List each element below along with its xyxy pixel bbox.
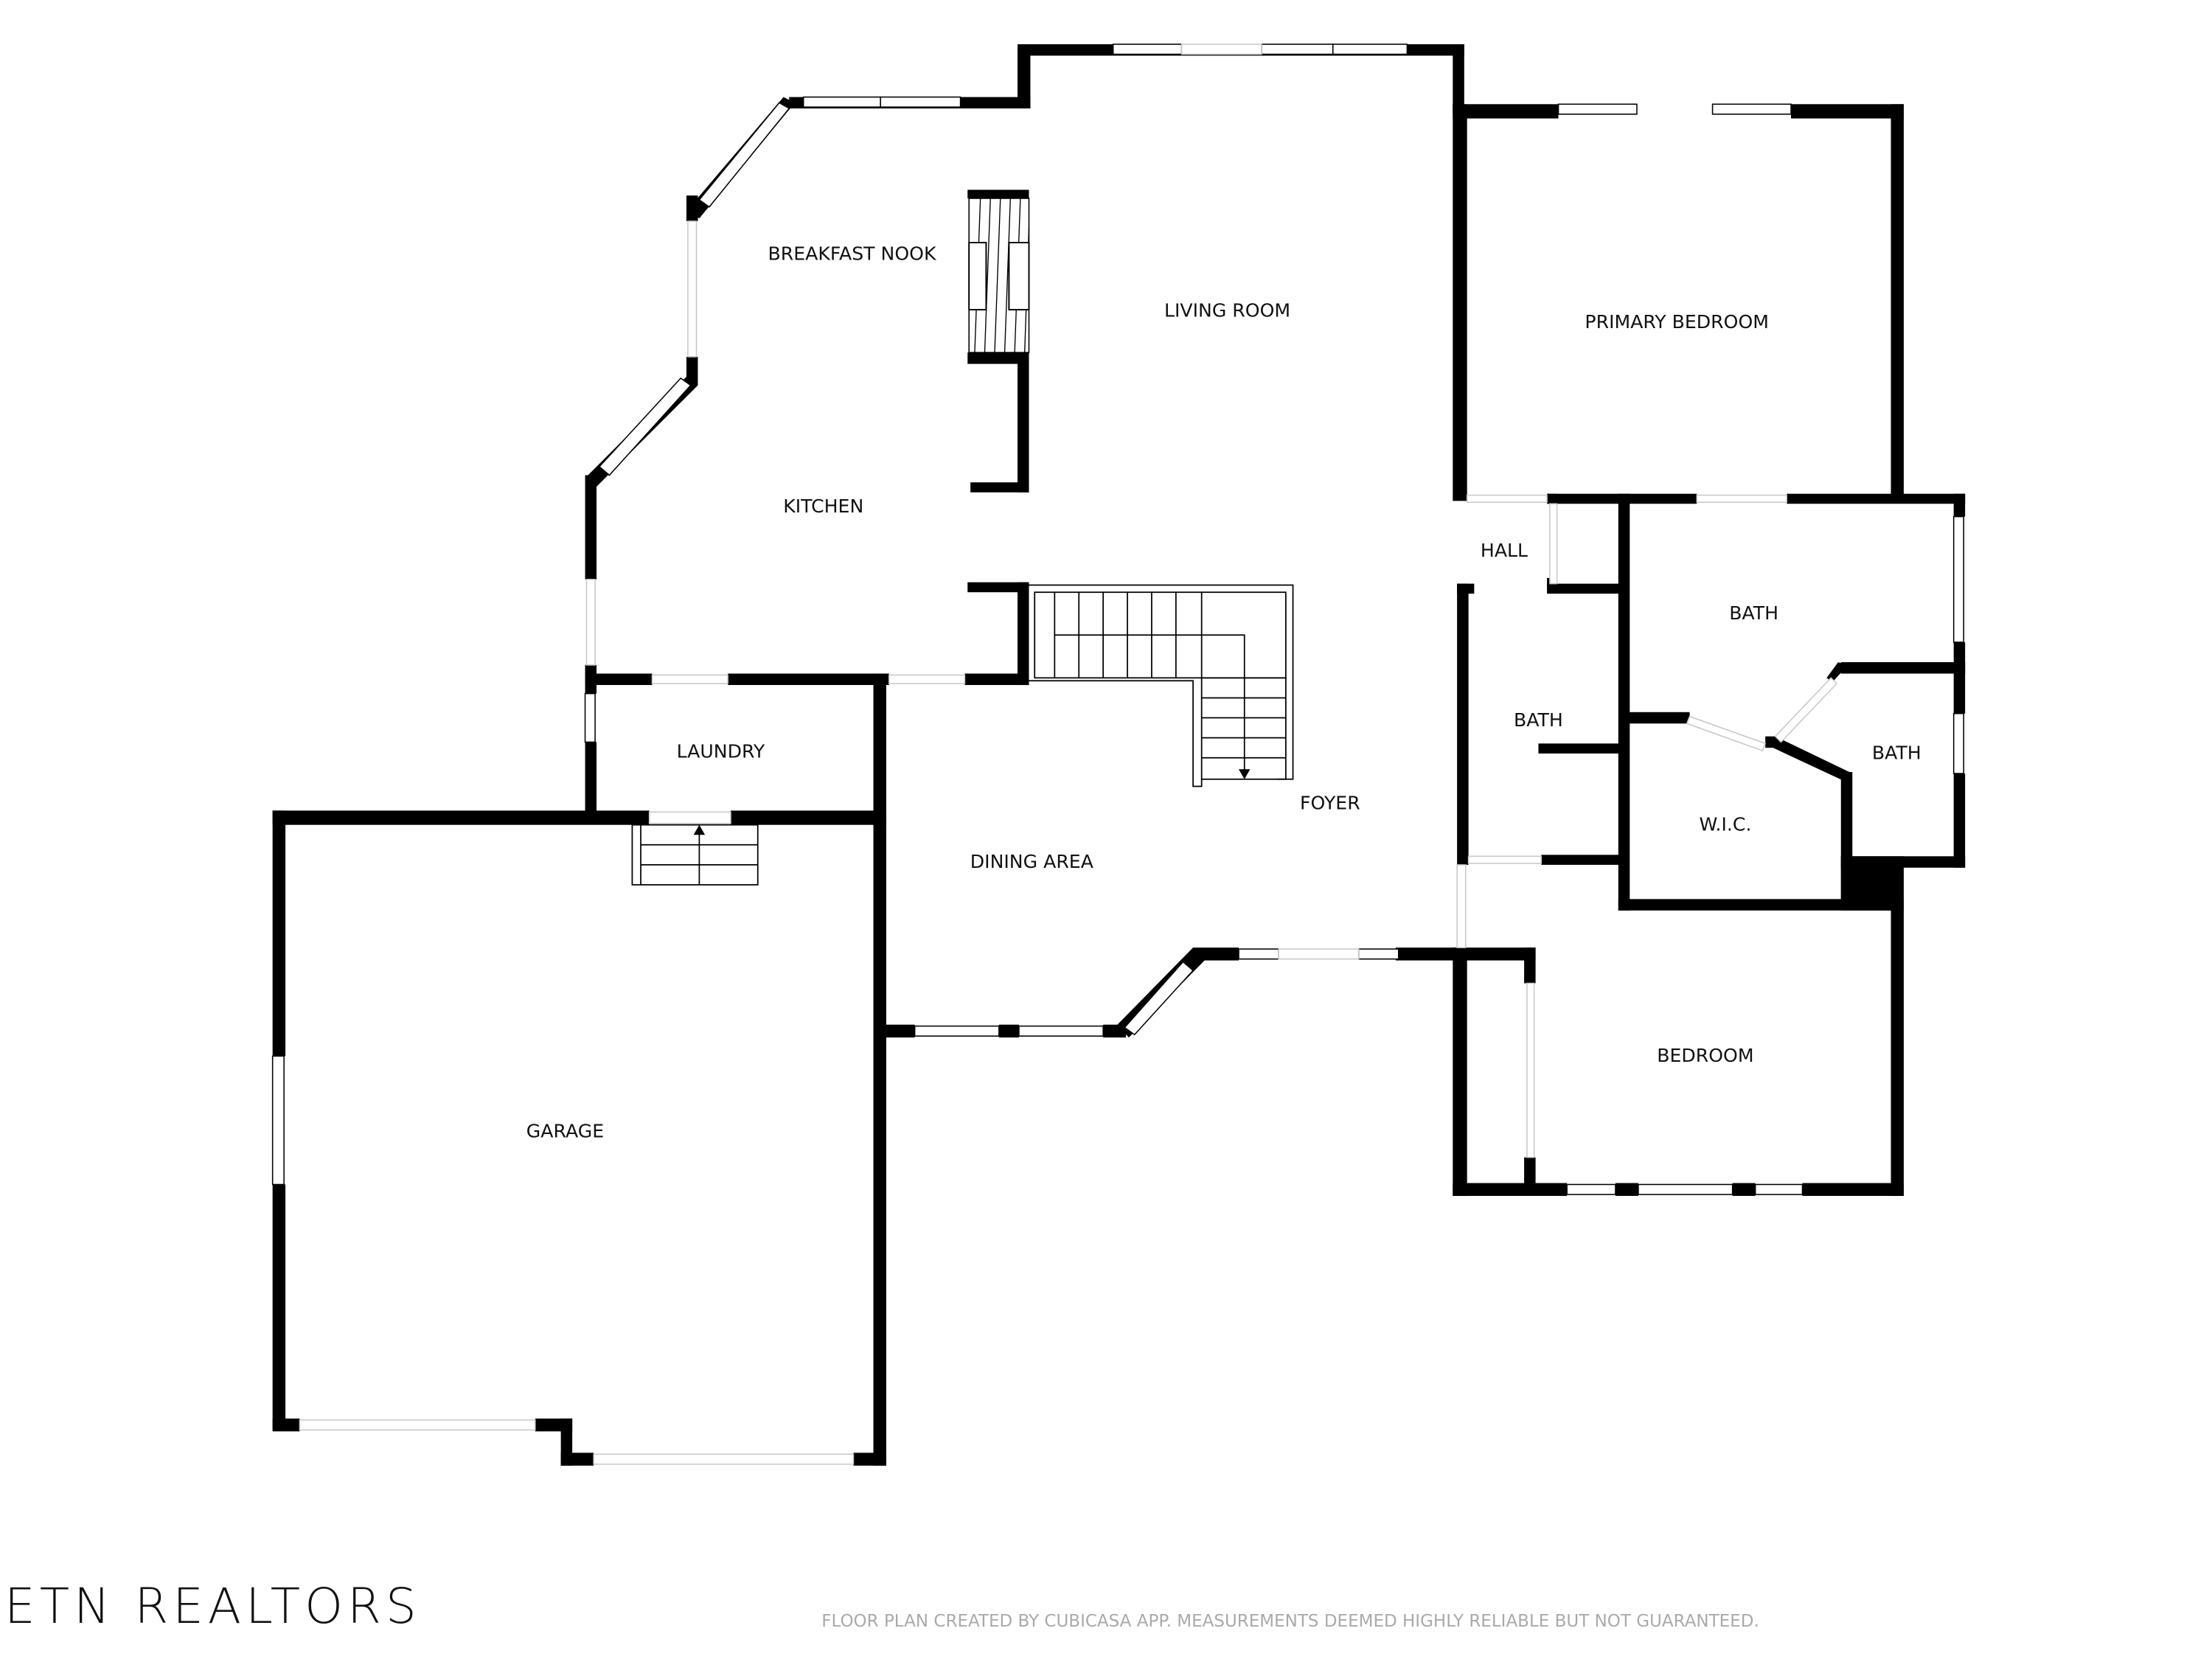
- stair-arrow-up-icon: [693, 824, 706, 835]
- garage-steps: [631, 824, 759, 886]
- room-label-dining-area: DINING AREA: [970, 851, 1093, 872]
- room-label-kitchen: KITCHEN: [783, 495, 863, 517]
- room-label-bedroom: BEDROOM: [1657, 1045, 1753, 1066]
- door-openings: [299, 44, 1838, 1465]
- fireplace: [968, 198, 1030, 353]
- room-label-bath-small: BATH: [1872, 742, 1921, 764]
- brand-logo: ETN REALTORS: [4, 1578, 421, 1635]
- footer-disclaimer: FLOOR PLAN CREATED BY CUBICASA APP. MEAS…: [821, 1612, 1759, 1631]
- room-label-living-room: LIVING ROOM: [1164, 300, 1290, 321]
- room-label-garage: GARAGE: [526, 1121, 604, 1142]
- room-label-bath-main: BATH: [1729, 602, 1778, 624]
- room-label-wic: W.I.C.: [1700, 813, 1752, 835]
- room-labels: BREAKFAST NOOK LIVING ROOM PRIMARY BEDRO…: [526, 243, 1921, 1141]
- room-label-hall: HALL: [1481, 540, 1528, 561]
- room-label-primary-bedroom: PRIMARY BEDROOM: [1585, 311, 1769, 333]
- room-label-bath-hall: BATH: [1514, 709, 1563, 731]
- stair-arrow-down-icon: [1239, 769, 1251, 779]
- room-label-breakfast-nook: BREAKFAST NOOK: [768, 243, 936, 264]
- main-staircase: [1029, 584, 1294, 787]
- room-label-foyer: FOYER: [1300, 792, 1360, 813]
- windows: [271, 44, 1964, 1195]
- walls-right-wing: [1453, 104, 1966, 1196]
- room-label-laundry: LAUNDRY: [677, 741, 765, 762]
